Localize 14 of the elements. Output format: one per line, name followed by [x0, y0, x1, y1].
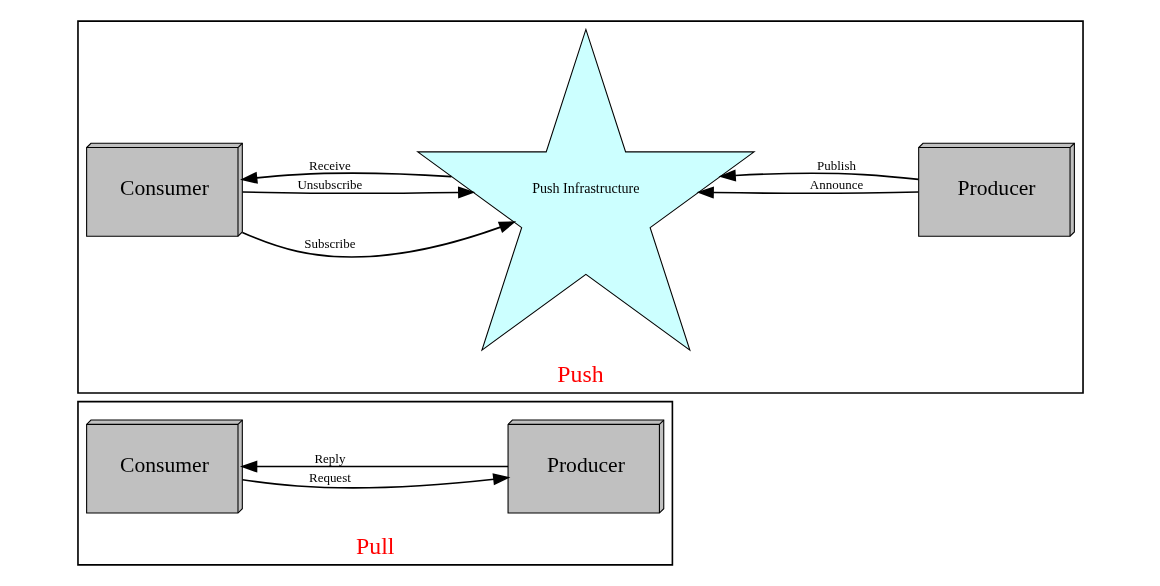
edge-label: Unsubscribe: [296, 177, 362, 193]
edge-label: Subscribe: [303, 235, 355, 251]
edge-label: Request: [308, 470, 351, 486]
edge-label: Announce: [809, 177, 863, 193]
arrow: [696, 186, 919, 199]
arrow: [241, 186, 475, 199]
arrow: [241, 221, 516, 258]
arrow: [718, 169, 919, 182]
arrow: [239, 171, 452, 184]
arrow: [241, 473, 510, 489]
arrow: [239, 460, 509, 473]
edge-label: Reply: [313, 450, 345, 466]
edge-label: Publish: [816, 157, 856, 173]
edge-label: Receive: [308, 157, 351, 173]
